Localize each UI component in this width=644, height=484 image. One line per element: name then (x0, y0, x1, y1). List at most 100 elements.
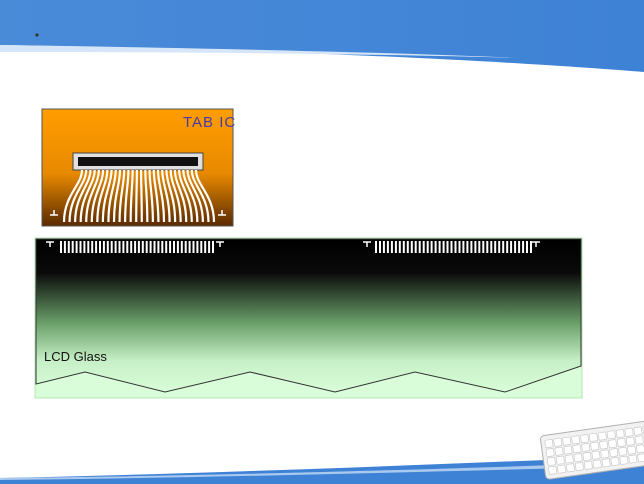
bond-pad (60, 241, 62, 253)
keyboard-key (545, 439, 553, 447)
keyboard-key (635, 436, 643, 444)
bond-pad (107, 241, 109, 253)
bond-pad (494, 241, 496, 253)
bond-pad (150, 241, 152, 253)
bond-pad (196, 241, 198, 253)
keyboard-key (565, 455, 573, 463)
keyboard-key (601, 450, 609, 458)
keyboard-key (575, 462, 583, 470)
bond-pad (185, 241, 187, 253)
bond-pad (490, 241, 492, 253)
bond-pad (111, 241, 113, 253)
bond-pad (212, 241, 214, 253)
bond-pad (447, 241, 449, 253)
keyboard-key (582, 443, 590, 451)
bond-pad (200, 241, 202, 253)
bond-pad (146, 241, 148, 253)
bond-pad (403, 241, 405, 253)
keyboard-key (589, 433, 597, 441)
bond-pad (526, 241, 528, 253)
keyboard-key (584, 461, 592, 469)
keyboard-key (593, 460, 601, 468)
bond-pad (395, 241, 397, 253)
bond-pad (415, 241, 417, 253)
keyboard-key (580, 434, 588, 442)
keyboard-key (592, 451, 600, 459)
bond-pad (375, 241, 377, 253)
bond-pad (423, 241, 425, 253)
keyboard-key (607, 431, 615, 439)
bond-pad (87, 241, 89, 253)
keyboard-key (638, 454, 644, 462)
bond-pad (154, 241, 156, 253)
bond-pad (530, 241, 532, 253)
header-dot-icon (35, 33, 38, 36)
bond-pad (431, 241, 433, 253)
keyboard-key (571, 436, 579, 444)
keyboard-key (608, 439, 616, 447)
keyboard-key (616, 429, 624, 437)
keyboard-key (564, 446, 572, 454)
tab-lead (136, 170, 137, 222)
bond-pad (518, 241, 520, 253)
bond-pad (142, 241, 144, 253)
keyboard-key (610, 448, 618, 456)
keyboard-key (590, 442, 598, 450)
bond-pad (157, 241, 159, 253)
bond-pad (459, 241, 461, 253)
lcd-glass-label: LCD Glass (44, 349, 107, 364)
keyboard-key (620, 456, 628, 464)
bond-pad (419, 241, 421, 253)
bond-pad (177, 241, 179, 253)
bond-pad (204, 241, 206, 253)
keyboard-key (611, 457, 619, 465)
bond-pad (443, 241, 445, 253)
bond-pad (486, 241, 488, 253)
keyboard-key (636, 445, 644, 453)
bond-pad (435, 241, 437, 253)
keyboard-key (626, 437, 634, 445)
bond-pad (466, 241, 468, 253)
bond-pad (506, 241, 508, 253)
keyboard-key (548, 466, 556, 474)
bond-pad (411, 241, 413, 253)
keyboard-key (598, 432, 606, 440)
bond-pad (138, 241, 140, 253)
bond-pad (68, 241, 70, 253)
keyboard-key (574, 453, 582, 461)
keyboard-key (556, 456, 564, 464)
bond-pad (165, 241, 167, 253)
bond-pad (482, 241, 484, 253)
keyboard-key (629, 455, 637, 463)
bond-pad (76, 241, 78, 253)
bond-pad (103, 241, 105, 253)
bond-pad (455, 241, 457, 253)
keyboard-key (547, 457, 555, 465)
bond-pad (99, 241, 101, 253)
bond-pad (208, 241, 210, 253)
bond-pad (439, 241, 441, 253)
lcd-glass (35, 238, 582, 398)
bond-pad (173, 241, 175, 253)
keyboard-key (602, 459, 610, 467)
bond-pad (91, 241, 93, 253)
bond-pad (134, 241, 136, 253)
bond-pad (72, 241, 74, 253)
keyboard-key (627, 446, 635, 454)
keyboard-key (634, 427, 642, 435)
bond-pad (130, 241, 132, 253)
keyboard-key (583, 452, 591, 460)
bond-pad (80, 241, 82, 253)
bond-pad (510, 241, 512, 253)
tab-ic-label: TAB IC (183, 114, 236, 131)
bond-pad (115, 241, 117, 253)
keyboard-key (554, 438, 562, 446)
bond-pad (498, 241, 500, 253)
bond-pad (470, 241, 472, 253)
keyboard-key (557, 465, 565, 473)
bond-pad (95, 241, 97, 253)
keyboard-key (566, 464, 574, 472)
bond-pad (387, 241, 389, 253)
